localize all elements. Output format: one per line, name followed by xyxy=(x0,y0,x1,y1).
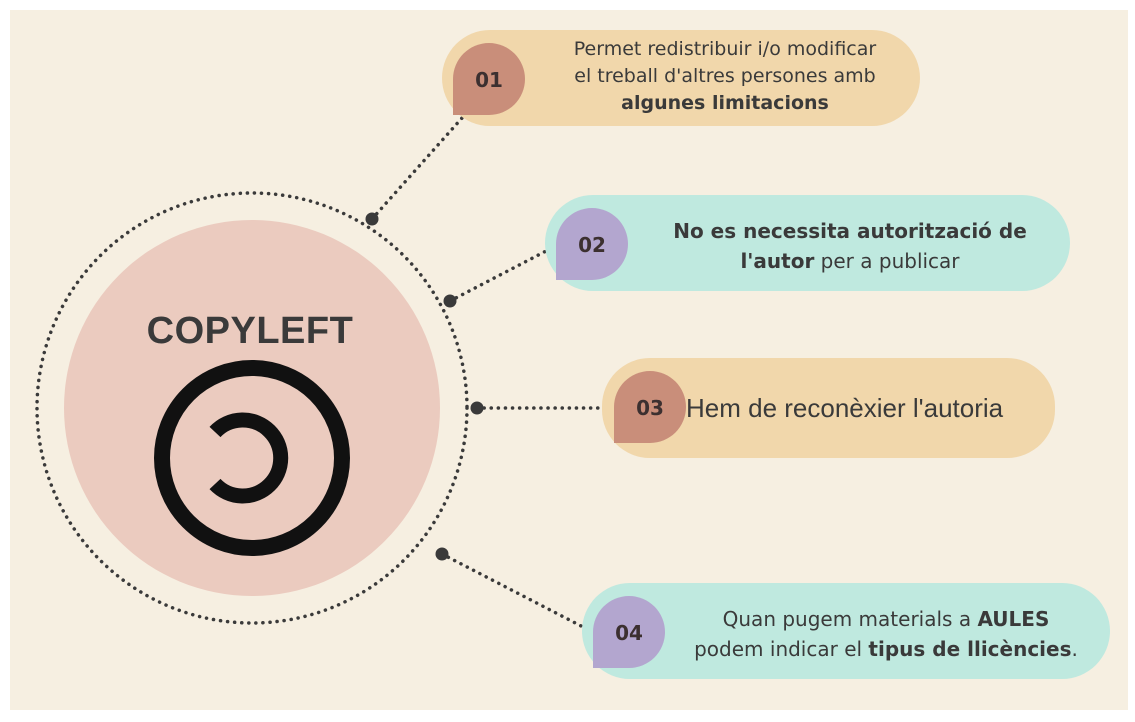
item-02-line2-bold: l'autor xyxy=(740,249,815,273)
item-04-line1-pre: Quan pugem materials a xyxy=(722,607,978,631)
item-02-badge: 02 xyxy=(556,208,628,280)
copyleft-title: COPYLEFT xyxy=(146,310,354,352)
item-04-line1-bold: AULES xyxy=(977,607,1050,631)
item-04-line2-bold: tipus de llicències xyxy=(868,637,1072,661)
item-04-number: 04 xyxy=(615,621,643,645)
connector-02 xyxy=(448,248,550,303)
item-02-number: 02 xyxy=(578,233,606,257)
item-01-line3-bold: algunes limitacions xyxy=(621,92,829,114)
item-01-line1: Permet redistribuir i/o modificar xyxy=(573,38,877,60)
item-01-text: Permet redistribuir i/o modificar el tre… xyxy=(540,36,910,117)
connector-dot-04 xyxy=(435,547,449,561)
center-circle xyxy=(64,220,440,596)
dotted-orbit-ring xyxy=(35,191,469,625)
item-04-pill xyxy=(582,583,1110,679)
connector-dot-03 xyxy=(470,401,484,415)
item-04-text: Quan pugem materials a AULES podem indic… xyxy=(676,604,1096,664)
connector-01 xyxy=(370,116,464,221)
item-01-line2: el treball d'altres persones amb xyxy=(574,65,876,87)
item-03-text: Hem de reconèxier l'autoria xyxy=(686,393,1004,423)
item-04-line2-pre: podem indicar el xyxy=(694,637,869,661)
item-04-line2-post: . xyxy=(1071,637,1078,661)
connector-dot-02 xyxy=(443,294,457,308)
item-03-number: 03 xyxy=(636,396,664,420)
connector-04 xyxy=(440,552,587,630)
item-01-number: 01 xyxy=(475,68,503,92)
copyleft-icon xyxy=(154,360,350,556)
item-02-line2-rest: per a publicar xyxy=(814,249,960,273)
item-03-badge: 03 xyxy=(614,371,686,443)
item-02-pill xyxy=(545,195,1070,291)
item-01-badge: 01 xyxy=(453,43,525,115)
connector-dot-01 xyxy=(365,212,379,226)
item-02-text: No es necessita autorització de l'autor … xyxy=(640,216,1060,276)
item-02-line1-bold: No es necessita autorització de xyxy=(673,219,1027,243)
item-04-badge: 04 xyxy=(593,596,665,668)
